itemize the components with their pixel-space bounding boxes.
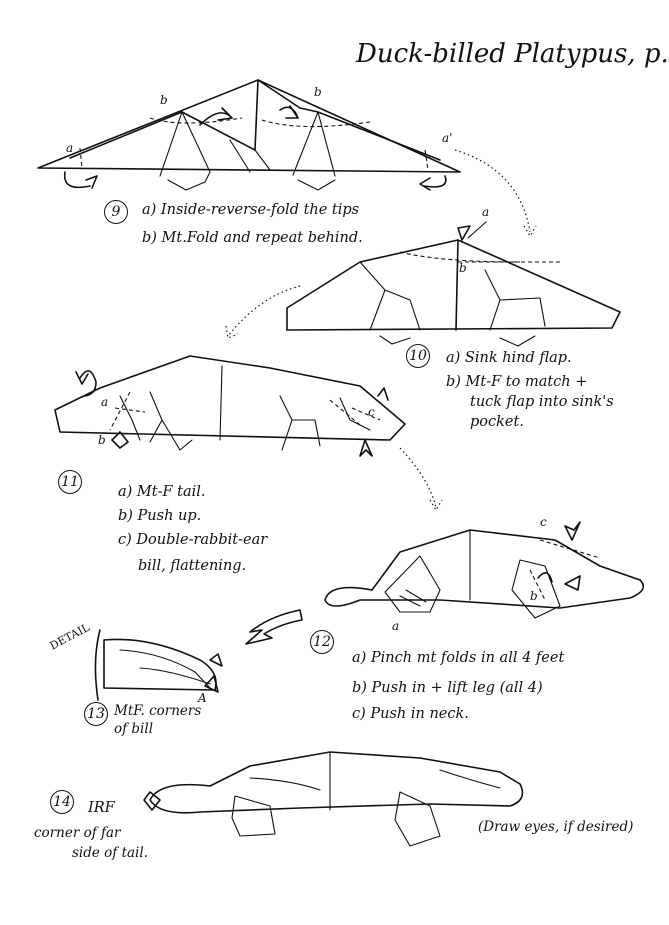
label-a-step9: a xyxy=(66,141,74,155)
step-13-line-b: of bill xyxy=(114,721,154,737)
step-14-line-a: IRF xyxy=(88,800,115,816)
step-11-line-a: a) Mt-F tail. xyxy=(118,484,206,500)
step-10-line-a: a) Sink hind flap. xyxy=(446,350,572,366)
step-11-figure xyxy=(54,355,443,512)
step-12-line-b: b) Push in + lift leg (all 4) xyxy=(352,680,543,696)
step-13-figure xyxy=(94,629,223,701)
step-11-number: 11 xyxy=(58,470,82,494)
label-A-step13: A xyxy=(198,691,207,705)
step-12-line-a: a) Pinch mt folds in all 4 feet xyxy=(352,650,565,666)
label-b-step10: b xyxy=(459,261,467,275)
closing-note: (Draw eyes, if desired) xyxy=(478,819,634,835)
label-c-step11: c xyxy=(368,405,375,419)
step-14-line-c: side of tail. xyxy=(72,845,148,861)
step-10-line-c: tuck flap into sink's xyxy=(470,394,614,410)
label-b-step9-left: b xyxy=(160,93,168,107)
label-a-step12: a xyxy=(392,619,400,633)
step-9-number: 9 xyxy=(104,200,128,224)
step-12-figure xyxy=(245,521,645,645)
step-11-line-c: c) Double-rabbit-ear xyxy=(118,532,268,548)
label-a-prime-step9: a' xyxy=(442,131,453,145)
step-13-line-a: MtF. corners xyxy=(114,703,202,719)
label-c-step12: c xyxy=(540,515,547,529)
step-11-line-d: bill, flattening. xyxy=(138,558,247,574)
step-10-number: 10 xyxy=(406,344,430,368)
step-10-figure xyxy=(225,221,621,347)
label-a-step10: a xyxy=(482,205,490,219)
step-9-line-a: a) Inside-reverse-fold the tips xyxy=(142,202,360,218)
step-14-line-b: corner of far xyxy=(34,825,121,841)
step-9-line-b: b) Mt.Fold and repeat behind. xyxy=(142,230,363,246)
label-b-step12: b xyxy=(530,589,538,603)
label-b-step11: b xyxy=(98,433,106,447)
step-12-line-c: c) Push in neck. xyxy=(352,706,469,722)
step-10-line-d: pocket. xyxy=(470,414,524,430)
step-14-figure xyxy=(143,751,524,847)
step-14-number: 14 xyxy=(50,790,74,814)
label-b-step9-right: b xyxy=(314,85,322,99)
step-9-figure xyxy=(37,79,537,238)
page-title: Duck-billed Platypus, p.2 xyxy=(356,39,669,69)
step-11-line-b: b) Push up. xyxy=(118,508,202,524)
step-13-number: 13 xyxy=(84,702,108,726)
label-a-step11: a xyxy=(101,395,109,409)
step-12-number: 12 xyxy=(310,630,334,654)
step-10-line-b: b) Mt-F to match + xyxy=(446,374,588,390)
